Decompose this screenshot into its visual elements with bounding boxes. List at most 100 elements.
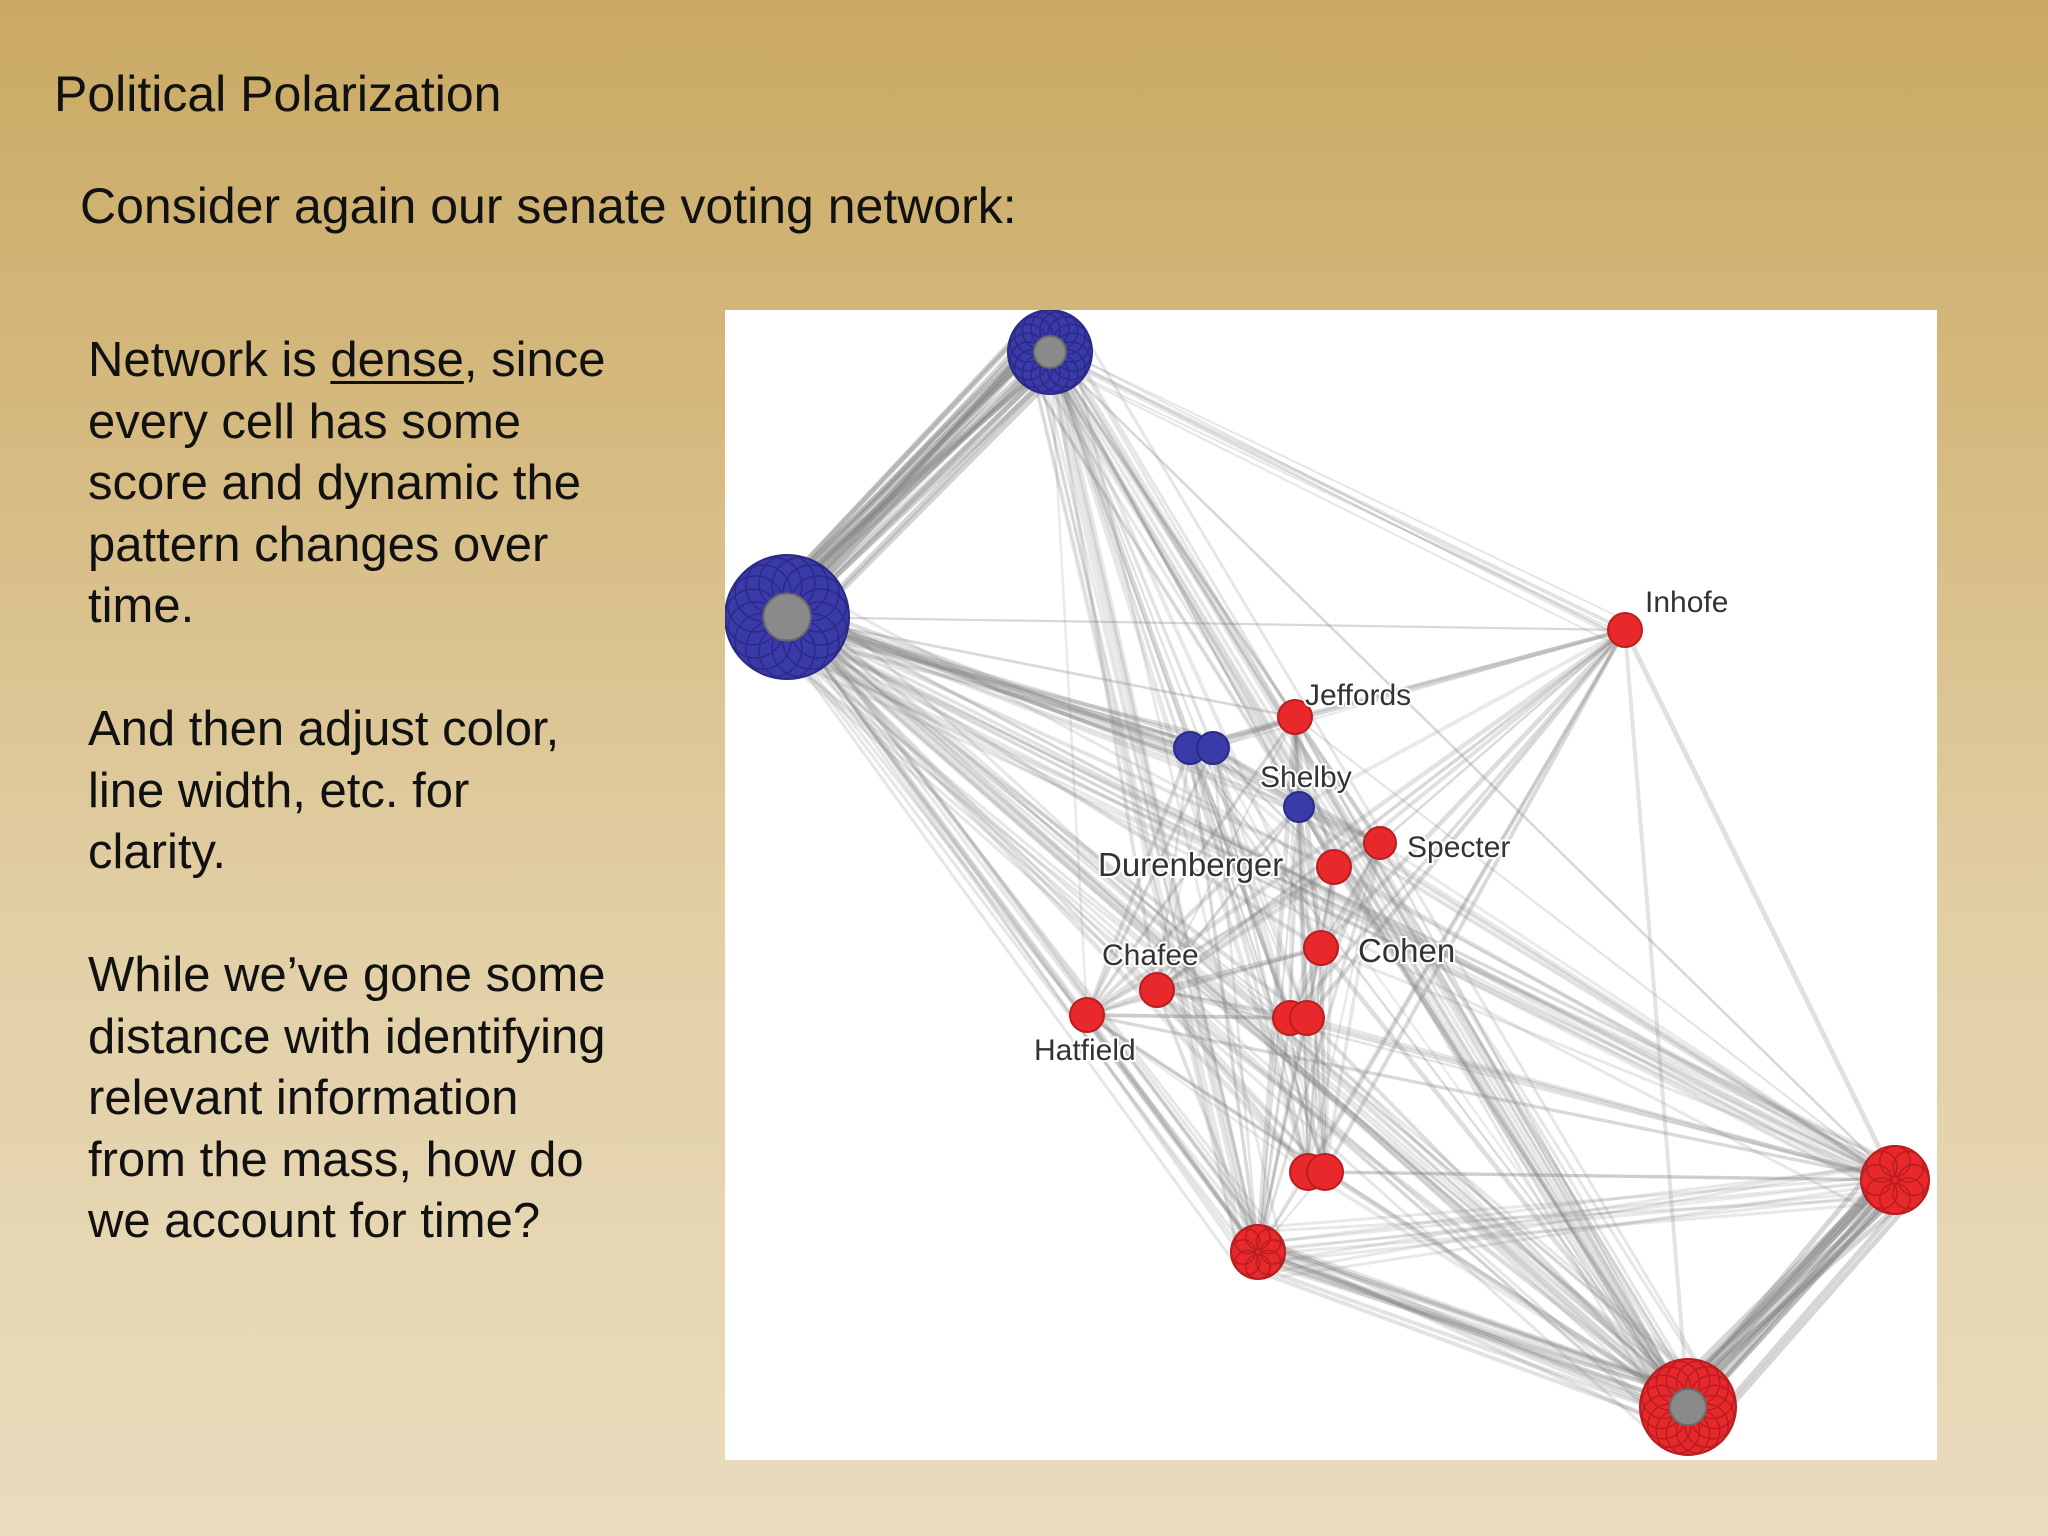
paragraph-line: line width, etc. for [88, 763, 470, 818]
network-edge-bundle [774, 595, 1249, 1266]
network-edge-bundle [1039, 355, 1617, 632]
network-edge [785, 615, 1327, 1174]
senator-node-inhofe [1607, 612, 1643, 648]
network-edge-bundle [1025, 349, 1237, 1243]
network-edge [1293, 628, 1627, 719]
network-edge [785, 615, 1215, 750]
network-edge-bundle [1032, 373, 1244, 1251]
blue-cluster-node [1007, 310, 1093, 395]
network-edge [1306, 946, 1323, 1174]
blue-node [1196, 731, 1230, 765]
network-edge-bundle [807, 619, 1712, 1395]
senator-node-hatfield [1069, 997, 1105, 1033]
network-edge-bundle [1236, 1230, 1671, 1429]
network-edge [784, 614, 1311, 1175]
paragraph-line: distance with identifying [88, 1009, 606, 1064]
network-edge-bundle [753, 628, 1658, 1416]
network-edge-bundle [1277, 1189, 1918, 1263]
network-edge-bundle [1251, 1243, 1686, 1421]
network-edge-bundle [1247, 1256, 1682, 1397]
network-edge-bundle [758, 635, 1663, 1443]
network-edge [1048, 350, 1336, 869]
network-edge-bundle [774, 633, 1679, 1389]
network-edge-bundle [1687, 1174, 1900, 1410]
network-edge-bundle [1044, 355, 1686, 1418]
network-edge [1210, 745, 1898, 1183]
paragraph-line: And then adjust color, [88, 702, 560, 756]
network-edge [1155, 715, 1297, 992]
network-edge-bundle [772, 646, 1677, 1374]
network-edge-bundle [795, 616, 1203, 741]
label-specter: Specter [1407, 831, 1510, 864]
network-edge-bundle [794, 627, 1202, 737]
network-edge [785, 615, 1192, 750]
network-edge-bundle [803, 344, 1072, 609]
network-edge [1048, 350, 1897, 1182]
network-edge-bundle [1272, 1242, 1707, 1399]
network-edge-bundle [795, 632, 1907, 1169]
network-edge-bundle [1275, 1156, 1916, 1263]
network-edge [1085, 1013, 1309, 1020]
senator-node-shelby [1283, 791, 1315, 823]
network-edge [1211, 746, 1690, 1409]
network-edge [1211, 746, 1323, 950]
network-edge-bundle [819, 602, 1724, 1432]
network-edge [1210, 745, 1302, 810]
network-edge [1155, 988, 1292, 1020]
label-hatfield: Hatfield [1034, 1034, 1136, 1067]
network-edge-bundle [797, 602, 1205, 759]
network-edge-bundle [1242, 1179, 1883, 1246]
network-edge-bundle [1037, 326, 1249, 1240]
network-edge-bundle [1245, 1189, 1886, 1253]
senate-network-diagram: Inhofe Jeffords Shelby Specter Durenberg… [725, 310, 1937, 1460]
network-edge [1085, 946, 1323, 1017]
network-edge-bundle [786, 608, 1194, 757]
network-edge [1084, 804, 1302, 1018]
paragraph-density: Network is dense, since every cell has s… [88, 330, 688, 638]
paragraph-time: While we’ve gone some distance with iden… [88, 945, 688, 1253]
network-edge-bundle [1036, 355, 1614, 645]
network-edge-bundle [1037, 343, 1615, 637]
network-edge-bundle [778, 639, 1683, 1441]
network-edge [1188, 746, 1327, 1174]
senator-node-chafee [1139, 972, 1175, 1008]
network-edge-bundle [774, 328, 1043, 599]
network-edge-bundle [784, 592, 1689, 1393]
network-edge [785, 615, 1690, 1409]
network-edge [1305, 1016, 1310, 1174]
network-edge-bundle [777, 628, 1252, 1230]
network-edge [1323, 1170, 1897, 1182]
senator-node-jeffords [1277, 699, 1313, 735]
network-edge-bundle [1036, 366, 1678, 1400]
label-cohen: Cohen [1358, 932, 1455, 969]
network-edge [1047, 349, 1261, 1255]
network-edge [785, 615, 1382, 845]
network-edge [1210, 745, 1293, 1021]
network-edge [1084, 627, 1628, 1018]
network-edge-bundle [760, 597, 1665, 1386]
network-edge-bundle [1271, 1242, 1706, 1427]
network-edge [1256, 841, 1382, 1254]
paragraph-line: pattern changes over [88, 517, 549, 572]
network-edge [1288, 715, 1297, 1020]
network-edge [1288, 1016, 1327, 1174]
network-edge [1305, 1016, 1690, 1409]
label-durenberger: Durenberger [1098, 846, 1283, 883]
network-edge-bundle [769, 624, 1244, 1275]
network-edge [1622, 627, 1898, 1183]
network-edge-bundle [762, 633, 1874, 1160]
label-shelby: Shelby [1260, 761, 1352, 794]
network-edge-bundle [1058, 328, 1700, 1428]
network-edge-bundle [1689, 1192, 1902, 1394]
network-edge [1211, 746, 1336, 869]
network-edge-bundle [1266, 1253, 1701, 1420]
network-edge [1154, 864, 1337, 993]
network-edge-bundle [814, 591, 1926, 1190]
network-edge [1048, 350, 1089, 1017]
network-edge-bundle [1050, 352, 1262, 1263]
network-edge [1155, 746, 1192, 992]
paragraph-line: time. [88, 579, 195, 633]
red-cluster-node [1230, 1224, 1286, 1280]
network-edge [1288, 841, 1382, 1020]
network-edge [1048, 350, 1159, 992]
